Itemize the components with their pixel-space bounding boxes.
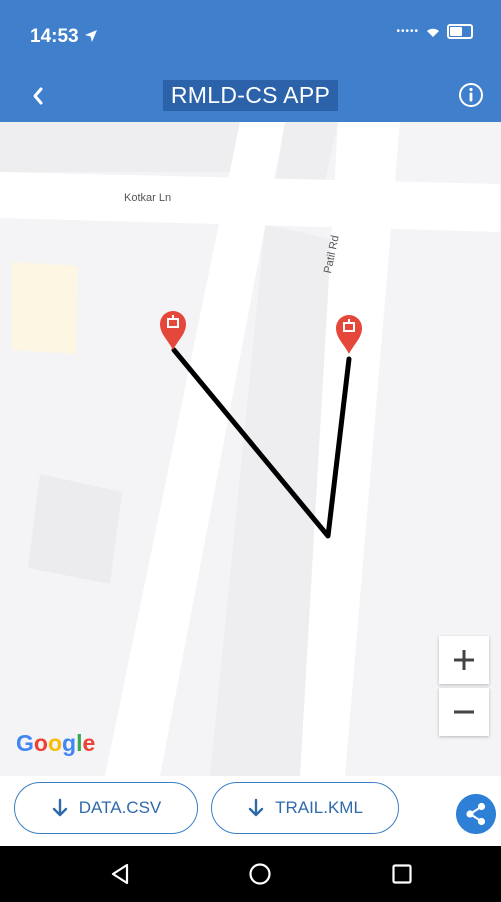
map-marker-end[interactable] [336, 315, 362, 354]
location-arrow-icon [84, 30, 97, 42]
status-bar: 14:53 ••••• [0, 0, 501, 70]
download-kml-button[interactable]: TRAIL.KML [211, 782, 399, 834]
download-csv-label: DATA.CSV [78, 798, 162, 817]
map-block [0, 122, 240, 172]
system-nav-bar [0, 846, 501, 902]
map-block [210, 224, 333, 776]
map-block [275, 122, 338, 194]
app-bar: RMLD-CS APP [0, 70, 501, 122]
road-patil [300, 122, 400, 776]
nav-home-icon[interactable] [248, 862, 272, 886]
zoom-in-button[interactable] [439, 636, 489, 684]
download-arrow-icon [248, 798, 264, 817]
zoom-out-button[interactable] [439, 688, 489, 736]
map-building [12, 262, 78, 354]
status-time: 14:53 [30, 26, 98, 48]
battery-icon [447, 24, 473, 39]
nav-back-icon[interactable] [108, 862, 132, 886]
back-chevron-icon[interactable] [28, 84, 48, 108]
info-icon[interactable] [457, 81, 485, 109]
google-logo: Google [16, 730, 96, 756]
map-building [28, 474, 122, 584]
minus-icon [454, 710, 474, 714]
plus-icon [454, 650, 474, 670]
status-indicators: ••••• [396, 24, 473, 39]
nav-recents-icon[interactable] [390, 862, 414, 886]
trail-path [171, 347, 352, 539]
signal-dots-icon: ••••• [396, 26, 419, 37]
map-marker-start[interactable] [160, 311, 186, 350]
wifi-icon [427, 28, 439, 37]
map-canvas [0, 122, 500, 776]
app-title: RMLD-CS APP [162, 80, 339, 111]
share-icon[interactable] [456, 794, 496, 834]
download-csv-button[interactable]: DATA.CSV [14, 782, 198, 834]
action-bar: DATA.CSV TRAIL.KML [0, 776, 501, 846]
street-label-kotkar: Kotkar Ln [124, 192, 172, 204]
road-main [105, 122, 285, 776]
download-kml-label: TRAIL.KML [275, 798, 363, 817]
map-view[interactable]: Kotkar Ln Patil Rd Google [0, 122, 501, 776]
download-arrow-icon [52, 798, 67, 817]
